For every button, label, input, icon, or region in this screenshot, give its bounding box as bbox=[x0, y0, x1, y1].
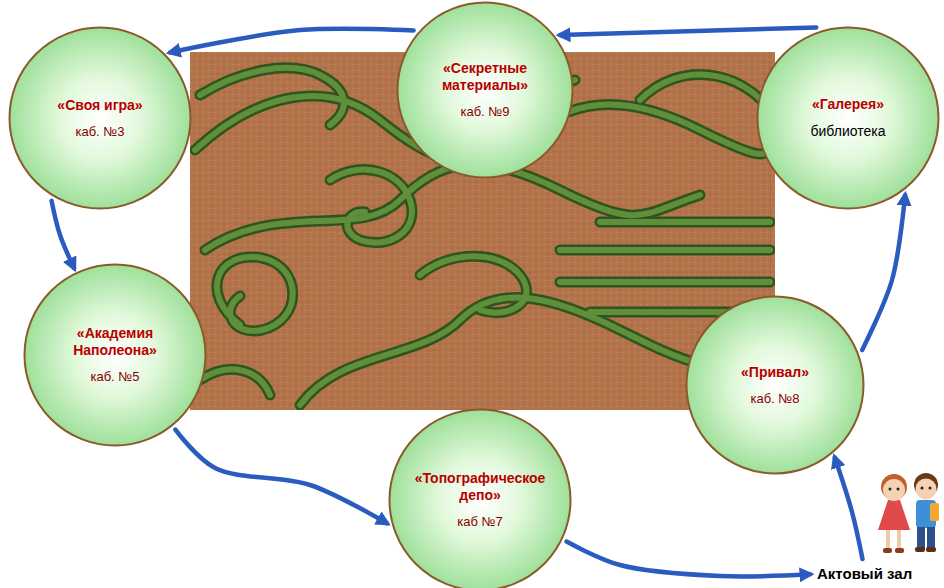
route-arrow bbox=[175, 430, 386, 524]
route-arrow bbox=[862, 195, 905, 350]
room-number: каб №7 bbox=[457, 514, 502, 530]
illustration-part bbox=[640, 75, 770, 110]
text-block: Актовый зал bbox=[814, 563, 915, 585]
station-circle: «Секретные материалы» каб. №9 bbox=[396, 1, 574, 179]
room-number: каб. №9 bbox=[460, 104, 509, 120]
illustration-part bbox=[895, 548, 904, 553]
illustration-part bbox=[883, 479, 905, 501]
station-title: «Секретные материалы» bbox=[410, 60, 560, 94]
circle-outline bbox=[8, 26, 192, 210]
illustration-part bbox=[560, 222, 770, 312]
station-circle-shape bbox=[390, 410, 571, 588]
station-title: Актовый зал bbox=[817, 565, 912, 583]
station-title: «Топографическое депо» bbox=[402, 470, 558, 504]
circle-outline bbox=[685, 295, 865, 475]
illustration-part bbox=[881, 474, 907, 500]
text-block: «Своя игра» каб. №3 bbox=[25, 97, 175, 139]
illustration-part bbox=[926, 547, 936, 552]
illustration-part bbox=[200, 68, 344, 125]
station-title: «Своя игра» bbox=[57, 97, 142, 114]
text-block: «Привал» каб. №8 bbox=[700, 364, 850, 406]
illustration-part bbox=[200, 369, 270, 395]
illustration-part bbox=[897, 488, 900, 491]
illustration-part bbox=[330, 170, 412, 243]
illustration-part bbox=[205, 165, 700, 250]
illustration-part bbox=[915, 547, 925, 552]
station-circle-shape bbox=[758, 28, 939, 209]
illustration-part bbox=[420, 256, 526, 312]
station-circle-shape bbox=[398, 3, 573, 178]
circle-outline bbox=[756, 26, 940, 210]
station-circle: «Топографическое депо» каб №7 bbox=[388, 408, 572, 588]
station-circle: «Академия Наполеона» каб. №5 bbox=[23, 263, 207, 447]
room-number: каб. №5 bbox=[90, 369, 139, 385]
station-circle-shape bbox=[25, 265, 206, 446]
illustration-part bbox=[916, 479, 937, 500]
text-block: «Топографическое депо» каб №7 bbox=[402, 470, 558, 529]
route-arrow bbox=[52, 201, 75, 268]
illustration-part bbox=[927, 527, 935, 549]
illustration-part bbox=[930, 503, 939, 521]
illustration-part bbox=[330, 170, 412, 243]
illustration-part bbox=[200, 369, 270, 395]
station-title: «Привал» bbox=[741, 364, 809, 381]
illustration-part bbox=[217, 257, 293, 331]
room-number: библиотека bbox=[811, 123, 886, 140]
place-label-node: Актовый зал bbox=[814, 563, 915, 585]
illustration-part bbox=[921, 487, 924, 490]
station-circle-shape bbox=[10, 28, 191, 209]
illustration-part bbox=[897, 530, 901, 550]
illustration-part bbox=[640, 75, 770, 110]
illustration-part bbox=[878, 500, 910, 530]
text-block: «Академия Наполеона» каб. №5 bbox=[40, 325, 190, 384]
hedge-top bbox=[195, 60, 775, 405]
hedge-shadow bbox=[195, 60, 775, 405]
route-arrow bbox=[560, 27, 816, 35]
illustration-part bbox=[560, 222, 770, 312]
illustration-part bbox=[889, 488, 892, 491]
children-clipart bbox=[878, 473, 939, 553]
room-number: каб. №3 bbox=[75, 124, 124, 140]
illustration-part bbox=[929, 487, 932, 490]
illustration-part bbox=[917, 527, 925, 549]
station-circle: «Галерея» библиотека bbox=[756, 26, 940, 210]
station-title: «Академия Наполеона» bbox=[40, 325, 190, 359]
illustration-part bbox=[883, 548, 892, 553]
station-circle: «Своя игра» каб. №3 bbox=[8, 26, 192, 210]
illustration-part bbox=[217, 257, 293, 331]
illustration-part bbox=[205, 165, 700, 250]
route-arrow bbox=[567, 542, 810, 577]
text-block: «Секретные материалы» каб. №9 bbox=[410, 60, 560, 119]
room-number: каб. №8 bbox=[750, 391, 799, 407]
text-block: «Галерея» библиотека bbox=[773, 96, 923, 140]
station-circle: «Привал» каб. №8 bbox=[685, 295, 865, 475]
route-arrow bbox=[835, 458, 863, 559]
illustration-part bbox=[420, 256, 526, 312]
station-title: «Галерея» bbox=[812, 96, 884, 113]
station-circle-shape bbox=[687, 297, 864, 474]
hedge-group bbox=[195, 60, 775, 405]
route-arrow bbox=[170, 29, 413, 53]
illustration-part bbox=[886, 530, 890, 550]
